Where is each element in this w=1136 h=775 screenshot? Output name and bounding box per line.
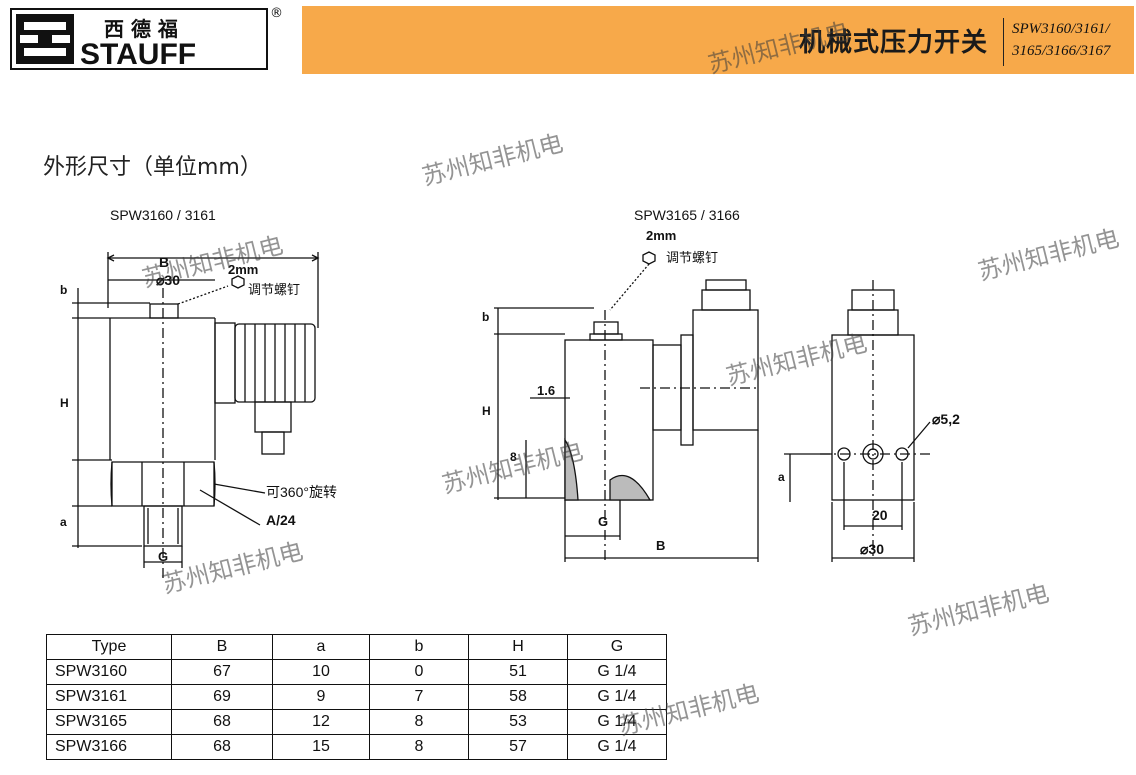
d1-wrench: A/24 [266, 512, 296, 528]
cell-type: SPW3165 [46, 709, 172, 735]
cell-G: G 1/4 [567, 709, 667, 735]
col-header-B: B [171, 634, 273, 660]
drawing2-svg [494, 251, 931, 562]
d2-dim-16: 1.6 [537, 383, 556, 398]
col-header-H: H [468, 634, 568, 660]
d1-dim-diam: ⌀30 [156, 272, 181, 288]
cell-B: 67 [171, 659, 273, 685]
cell-B: 68 [171, 709, 273, 735]
cell-a: 9 [272, 684, 370, 710]
cell-type: SPW3160 [46, 659, 172, 685]
cell-B: 69 [171, 684, 273, 710]
col-header-type: Type [46, 634, 172, 660]
model-codes-line1: SPW3160/3161/ [1012, 21, 1110, 37]
product-title: 机械式压力开关 [798, 28, 988, 58]
d1-dim-a: a [60, 515, 67, 529]
cell-b: 0 [369, 659, 469, 685]
watermark: 苏州知非机电 [975, 223, 1122, 286]
model-codes: SPW3160/3161/ 3165/3166/3167 [1012, 18, 1134, 62]
col-header-G: G [567, 634, 667, 660]
d1-dim-b: b [60, 283, 68, 297]
d2-dim-G: G [598, 514, 609, 529]
brand-cn: 西 德 福 [104, 17, 178, 41]
d1-dim-G: G [158, 549, 169, 564]
d2-dim-b: b [482, 310, 490, 324]
table-row: SPW3166 68 15 8 57 G 1/4 [46, 734, 667, 760]
cell-a: 12 [272, 709, 370, 735]
cell-a: 10 [272, 659, 370, 685]
header-divider [1003, 18, 1004, 66]
cell-type: SPW3161 [46, 684, 172, 710]
registered-mark: ® [270, 6, 283, 21]
table-row: SPW3160 67 10 0 51 G 1/4 [46, 659, 667, 685]
table-header-row: Type B a b H G [46, 634, 667, 660]
col-header-b: b [369, 634, 469, 660]
cell-B: 68 [171, 734, 273, 760]
watermark: 苏州知非机电 [419, 128, 566, 191]
spec-table: Type B a b H G SPW3160 67 10 0 51 G 1/4 … [46, 634, 667, 760]
section-title: 外形尺寸（单位mm） [43, 155, 262, 180]
table-row: SPW3161 69 9 7 58 G 1/4 [46, 684, 667, 710]
cell-b: 8 [369, 709, 469, 735]
drawing1-svg [72, 252, 320, 578]
model-codes-line2: 3165/3166/3167 [1012, 43, 1111, 59]
d2-dim-20: 20 [872, 507, 888, 523]
cell-G: G 1/4 [567, 659, 667, 685]
table-row: SPW3165 68 12 8 53 G 1/4 [46, 709, 667, 735]
cell-G: G 1/4 [567, 684, 667, 710]
cell-b: 7 [369, 684, 469, 710]
stauff-logo: 西 德 福 STAUFF [10, 8, 268, 71]
col-header-a: a [272, 634, 370, 660]
d2-dim-a: a [778, 470, 785, 484]
d1-dim-B: B [159, 254, 170, 270]
d1-dim-H: H [60, 396, 69, 410]
d1-screw-label: 调节螺钉 [248, 282, 301, 297]
brand-en: STAUFF [80, 38, 196, 70]
cell-H: 57 [468, 734, 568, 760]
cell-type: SPW3166 [46, 734, 172, 760]
drawing1-title: SPW3160 / 3161 [110, 207, 216, 223]
cell-b: 8 [369, 734, 469, 760]
cell-H: 53 [468, 709, 568, 735]
d1-rotate-label: 可360°旋转 [266, 484, 337, 500]
drawing2-title: SPW3165 / 3166 [634, 207, 740, 223]
cell-a: 15 [272, 734, 370, 760]
header-band [302, 6, 1134, 74]
d2-dim-8: 8 [510, 450, 517, 464]
d2-dim-H: H [482, 404, 491, 418]
watermark: 苏州知非机电 [905, 578, 1052, 641]
cell-G: G 1/4 [567, 734, 667, 760]
d2-dim-B: B [656, 538, 666, 553]
d2-screw-size: 2mm [646, 228, 677, 243]
d2-screw-label: 调节螺钉 [666, 250, 719, 265]
d1-screw-size: 2mm [228, 262, 259, 277]
cell-H: 58 [468, 684, 568, 710]
d2-dim-hole: ⌀5,2 [932, 411, 960, 427]
d2-dim-diam: ⌀30 [860, 541, 885, 557]
cell-H: 51 [468, 659, 568, 685]
